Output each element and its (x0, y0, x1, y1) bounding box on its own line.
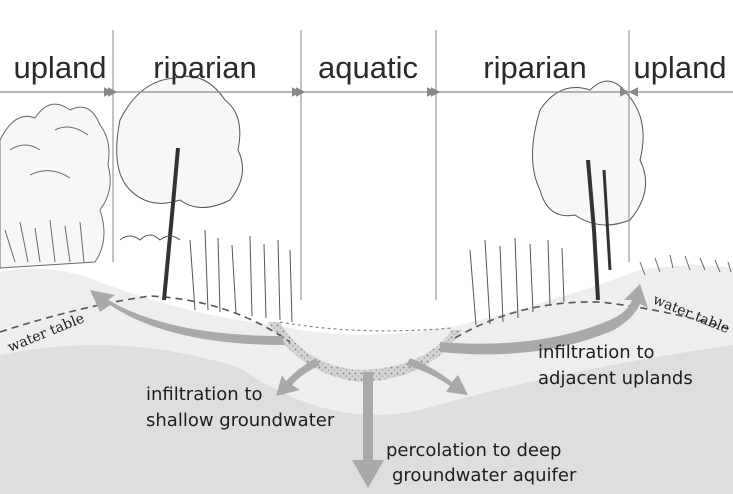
zone-label-upland-left: upland (13, 50, 106, 85)
right-riparian-vegetation (469, 80, 647, 326)
water-surface (279, 321, 453, 332)
zone-label-upland-right: upland (633, 50, 726, 85)
flow-arrows (90, 284, 648, 488)
right-upland-vegetation (639, 254, 732, 276)
label-infiltration-adjacent-line2: adjacent uplands (538, 368, 693, 389)
left-riparian-vegetation (116, 75, 293, 323)
flow-arrow-to-left-water-table (90, 290, 285, 345)
flow-arrow-to-adjacent-uplands (440, 284, 648, 355)
zone-label-riparian-right: riparian (483, 50, 586, 85)
water-table-left-line (0, 295, 291, 343)
flow-arrow-to-deep-aquifer (352, 372, 384, 488)
label-percolation-deep-line2: groundwater aquifer (392, 465, 577, 486)
flow-arrow-to-shallow-groundwater (276, 358, 320, 396)
label-infiltration-shallow-line1: infiltration to (146, 384, 263, 405)
label-infiltration-shallow-line2: shallow groundwater (146, 410, 335, 431)
zone-dividers (112, 30, 630, 300)
label-percolation-deep-line1: percolation to deep (386, 440, 561, 461)
label-infiltration-adjacent-line1: infiltration to (538, 342, 655, 363)
flow-arrow-right-shallow (406, 358, 468, 395)
zone-label-aquatic: aquatic (318, 50, 418, 85)
left-upland-vegetation (0, 103, 111, 269)
zone-label-riparian-left: riparian (153, 50, 256, 85)
water-table-right-line (454, 301, 733, 339)
